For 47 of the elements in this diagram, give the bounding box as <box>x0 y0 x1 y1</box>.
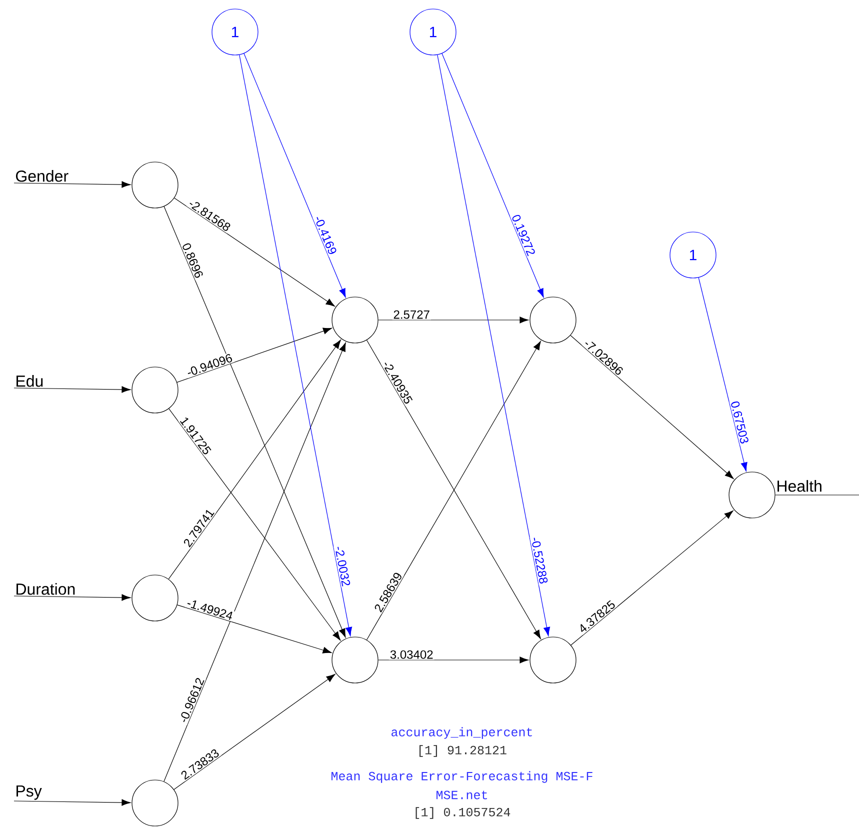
arrow <box>174 198 335 307</box>
arrow <box>14 181 131 188</box>
arrow <box>570 510 734 646</box>
neuron-circle <box>132 366 178 414</box>
neuron-circle <box>332 636 378 684</box>
edge-label: -0.52288 <box>530 535 550 586</box>
edge-label: 3.03402 <box>388 649 434 660</box>
arrow <box>164 206 346 638</box>
arrow <box>244 53 346 298</box>
arrow <box>378 656 529 664</box>
edge-label: -2.0032 <box>333 544 352 588</box>
output-text: Mean Square Error-Forecasting MSE-F <box>332 771 592 783</box>
arrow <box>14 386 131 393</box>
arrow <box>14 594 131 601</box>
output-text: [1] 91.28121 <box>420 745 506 757</box>
arrow <box>176 604 332 654</box>
arrow <box>239 54 352 636</box>
arrow <box>14 799 131 806</box>
output-text: MSE.net <box>436 790 487 800</box>
arrow <box>174 674 336 790</box>
arrow <box>442 53 544 298</box>
arrow <box>176 328 332 383</box>
neuron-circle <box>728 472 776 518</box>
arrow <box>437 54 550 636</box>
neuron-circle <box>132 574 178 622</box>
input-label: Health <box>778 480 822 492</box>
neuron-circle <box>530 296 576 344</box>
neuron-circle <box>530 636 576 684</box>
input-label: Edu <box>16 375 43 387</box>
neuron-circle <box>132 162 178 208</box>
neuron-circle <box>132 780 178 826</box>
arrow <box>168 408 341 641</box>
output-text: accuracy_in_percent <box>392 727 532 739</box>
input-label: Duration <box>16 583 75 595</box>
neuron-circle <box>332 296 378 344</box>
edge-label: 0.67503 <box>729 399 750 446</box>
arrow <box>698 277 748 472</box>
input-label: Gender <box>16 170 68 182</box>
edge-label: -1.49924 <box>184 597 236 622</box>
arrow <box>378 316 529 324</box>
arrow <box>570 335 734 480</box>
output-text: [1] 0.1057524 <box>416 807 510 819</box>
edge-label: 2.5727 <box>392 309 431 320</box>
arrow <box>168 340 341 580</box>
arrow <box>164 342 346 782</box>
output-line <box>775 494 859 496</box>
input-label: Psy <box>16 785 42 800</box>
